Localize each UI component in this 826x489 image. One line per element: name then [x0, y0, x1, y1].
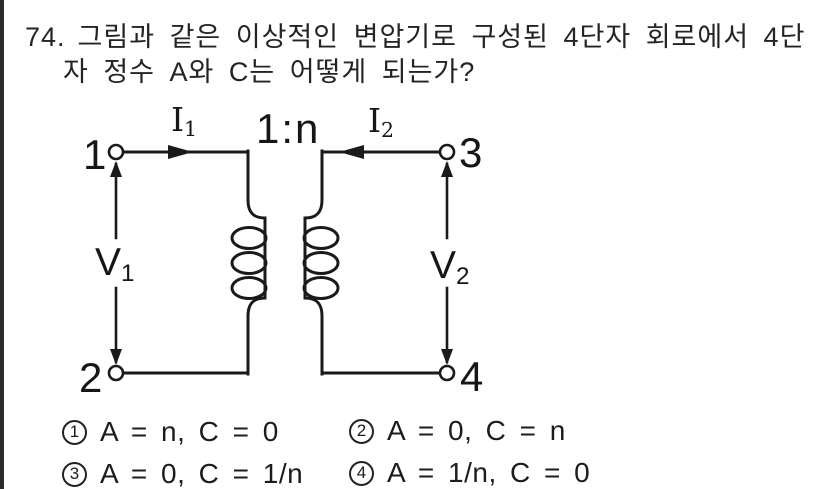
v2-arrowhead-down	[441, 349, 453, 365]
v1-arrowhead-up	[110, 161, 122, 177]
current-i1-label: I1	[171, 100, 198, 142]
transformer-circuit-diagram	[107, 143, 456, 382]
terminal-2-label: 2	[79, 354, 103, 401]
question-line-1: 74. 그림과 같은 이상적인 변압기로 구성된 4단자 회로에서 4단	[25, 15, 805, 54]
choice-4-text: A = 1/n, C = 0	[387, 457, 591, 488]
choice-option-2: 2 A = 0, C = n	[349, 415, 566, 447]
v2-arrowhead-up	[441, 161, 453, 177]
terminal-2-node	[107, 364, 125, 382]
choice-3-number-badge: 3	[62, 461, 87, 487]
current-i2-label: I2	[368, 101, 395, 143]
primary-coil-turn	[230, 251, 268, 275]
primary-coil-turn	[230, 226, 268, 250]
secondary-winding	[302, 149, 340, 376]
choice-2-text: A = 0, C = n	[387, 415, 566, 446]
primary-coil-turn	[230, 276, 268, 300]
terminal-1-label: 1	[83, 131, 107, 178]
v1-voltage-arrow	[110, 161, 122, 365]
page-left-border	[0, 0, 4, 489]
question-text-2: 자 정수 A와 C는 어떻게 되는가?	[63, 57, 476, 87]
terminal-3-label: 3	[459, 129, 483, 176]
current-arrow-i1	[168, 145, 193, 159]
choice-4-number-badge: 4	[349, 460, 374, 486]
v1-arrowhead-down	[110, 349, 122, 365]
primary-winding-wire	[246, 149, 267, 376]
choice-option-1: 1 A = n, C = 0	[62, 416, 279, 448]
choice-1-number-badge: 1	[62, 419, 87, 445]
primary-winding	[230, 149, 268, 376]
turns-ratio-label: 1:n	[256, 105, 321, 152]
terminal-3-node	[438, 143, 456, 161]
voltage-v2-label: V2	[430, 244, 470, 291]
choice-option-3: 3 A = 0, C = 1/n	[62, 458, 303, 489]
choice-option-4: 4 A = 1/n, C = 0	[349, 457, 590, 489]
voltage-v1-label: V1	[95, 241, 135, 288]
question-number: 74.	[25, 22, 66, 52]
secondary-coil-turn	[302, 226, 340, 250]
secondary-winding-wire	[303, 149, 324, 376]
v2-voltage-arrow	[441, 161, 453, 365]
choice-3-text: A = 0, C = 1/n	[100, 458, 304, 489]
secondary-coil-turn	[302, 251, 340, 275]
choice-1-text: A = n, C = 0	[100, 416, 279, 447]
choice-2-number-badge: 2	[349, 418, 374, 444]
question-text-1: 그림과 같은 이상적인 변압기로 구성된 4단자 회로에서 4단	[77, 22, 806, 52]
terminal-4-node	[438, 364, 456, 382]
secondary-coil-turn	[302, 276, 340, 300]
current-arrow-i2	[339, 145, 364, 159]
terminal-4-label: 4	[460, 353, 484, 400]
terminal-1-node	[107, 143, 125, 161]
